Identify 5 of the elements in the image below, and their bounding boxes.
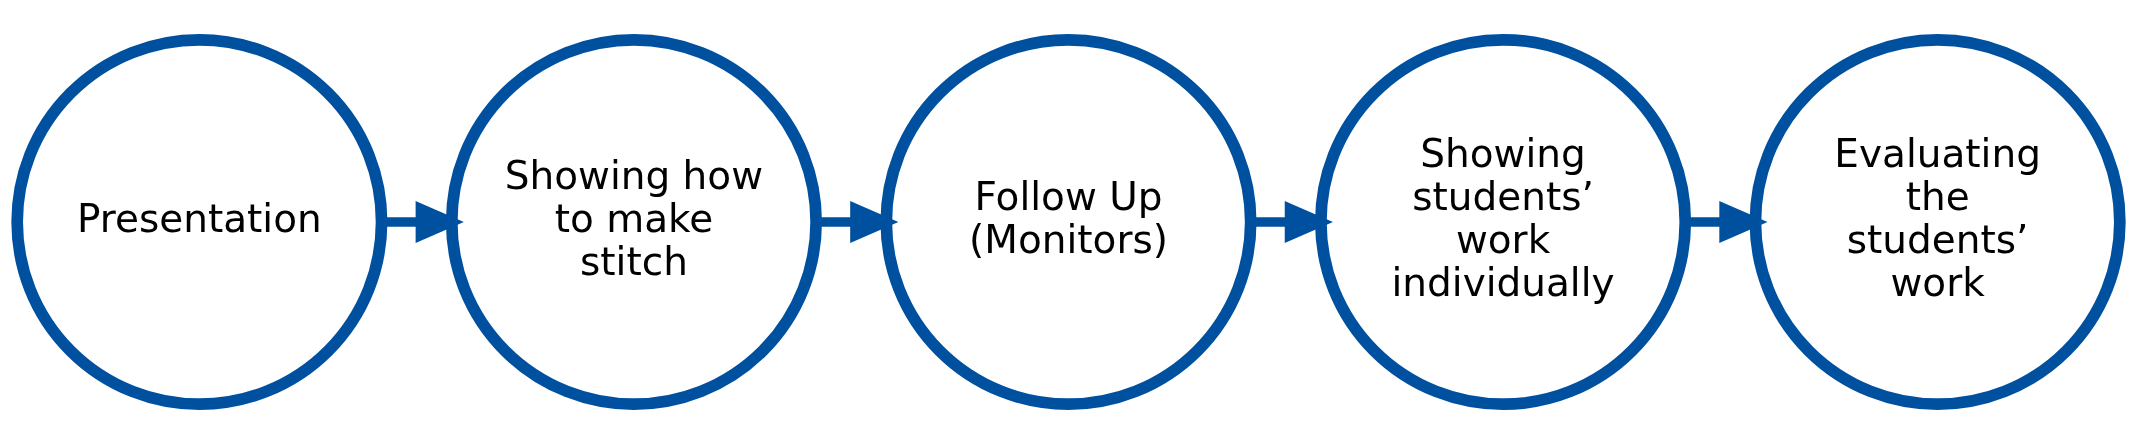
node-circle: Showing students’ work individually <box>1315 33 1692 411</box>
node-circle: Follow Up (Monitors) <box>880 33 1257 411</box>
node-circle: Showing how to make stitch <box>445 33 822 411</box>
node-circle: Evaluating the students’ work <box>1749 33 2126 411</box>
node-circle: Presentation <box>11 33 388 411</box>
